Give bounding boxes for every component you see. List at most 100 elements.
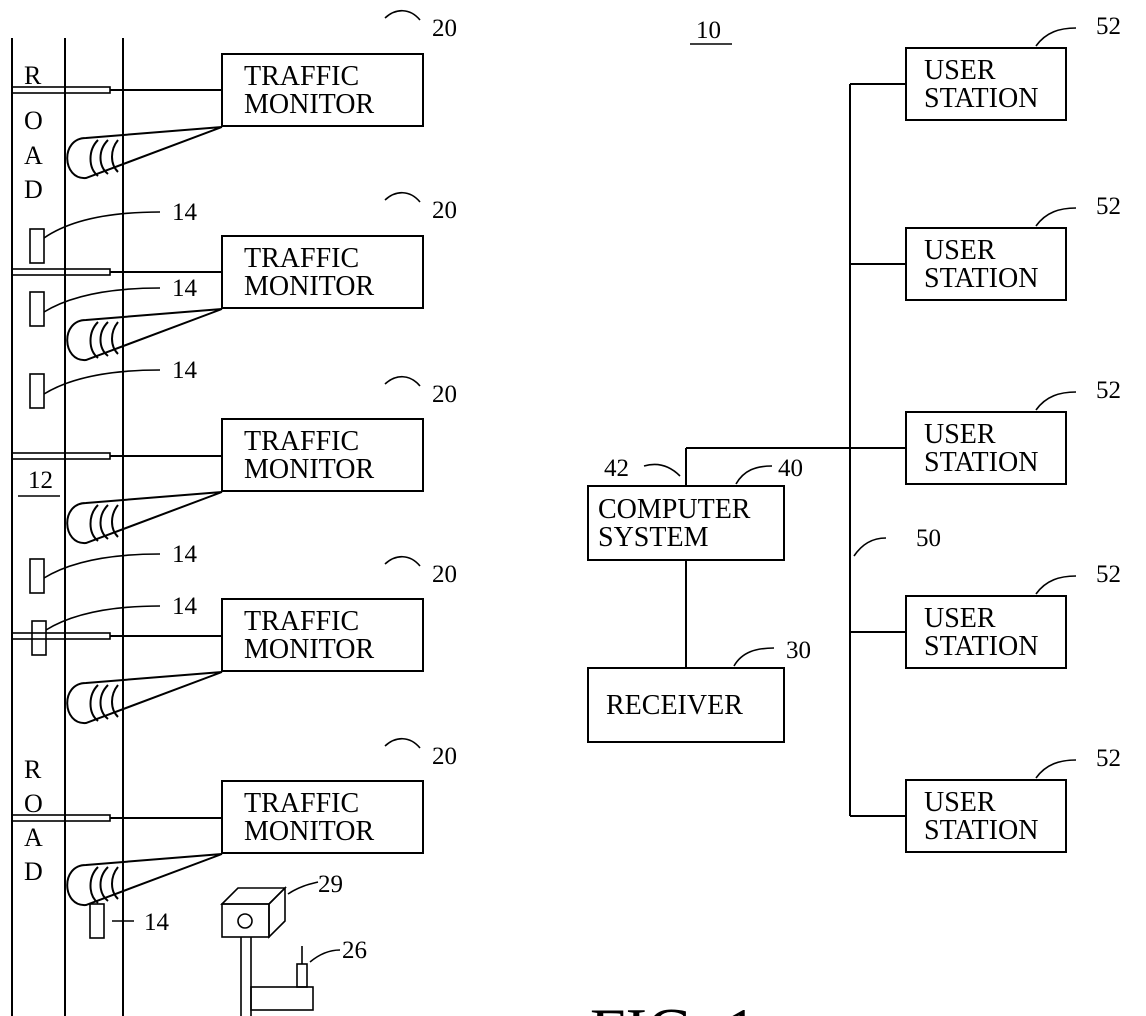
vehicle-rect xyxy=(31,620,47,656)
camera-side xyxy=(268,886,286,939)
antenna-ref: 26 xyxy=(342,937,367,964)
vehicle: 14 xyxy=(89,903,170,939)
vehicle-rect xyxy=(29,373,45,409)
user-station-label: USER xyxy=(924,55,996,86)
detection-wave xyxy=(111,321,119,355)
detection-wave xyxy=(89,504,99,542)
ref-leader xyxy=(45,605,161,631)
camera-lens-icon xyxy=(237,913,253,929)
ref-leader xyxy=(384,191,421,203)
camera-base xyxy=(250,986,314,1011)
user-station: USER STATION 52 xyxy=(905,13,1121,121)
traffic-monitor-ref: 20 xyxy=(432,15,457,42)
camera-unit: 29 26 xyxy=(220,871,367,1016)
computer-ref-42: 42 xyxy=(604,455,629,482)
computer-ref-40: 40 xyxy=(778,455,803,482)
ref-leader xyxy=(384,9,421,21)
user-station-label: USER xyxy=(924,603,996,634)
road-ref: 12 xyxy=(28,467,53,494)
system-ref: 10 xyxy=(696,17,721,44)
ref-leader xyxy=(1035,759,1077,779)
detection-wave xyxy=(99,684,109,720)
detection-wave xyxy=(111,504,119,538)
road-label-bottom: R O A D xyxy=(24,755,43,886)
user-station-ref: 52 xyxy=(1096,193,1121,220)
traffic-monitor: TRAFFIC MONITOR 20 xyxy=(11,737,457,907)
ref-leader xyxy=(43,553,161,579)
traffic-monitor-ref: 20 xyxy=(432,743,457,770)
network-ref: 50 xyxy=(916,525,941,552)
user-station-ref: 52 xyxy=(1096,745,1121,772)
receiver-box xyxy=(587,667,785,743)
ref-leader xyxy=(384,737,421,749)
ref-leader xyxy=(733,647,775,667)
road-letter: O xyxy=(24,789,43,818)
computer-system-label: COMPUTER xyxy=(598,494,751,525)
detection-wave xyxy=(111,684,119,718)
road-sensor-strip xyxy=(11,632,111,640)
vehicle-rect xyxy=(29,228,45,264)
traffic-monitor-label: MONITOR xyxy=(244,816,374,847)
ref-leader xyxy=(309,949,341,963)
detection-wave xyxy=(111,866,119,900)
ref-leader xyxy=(1035,391,1077,411)
user-station: USER STATION 52 xyxy=(905,377,1121,485)
road-letter: R xyxy=(24,755,42,784)
camera-front xyxy=(221,903,270,938)
detection-beam xyxy=(66,853,223,907)
road-letter: D xyxy=(24,857,43,886)
detection-wave xyxy=(89,139,99,177)
camera-ref: 29 xyxy=(318,871,343,898)
vehicle-rect xyxy=(89,903,105,939)
vehicle: 14 xyxy=(29,357,198,409)
traffic-monitor-label: TRAFFIC xyxy=(244,243,359,274)
vehicle: 14 xyxy=(29,541,198,594)
detection-wave xyxy=(89,321,99,359)
ref-leader xyxy=(43,369,161,395)
ref-leader xyxy=(853,537,887,557)
detection-wave xyxy=(89,866,99,904)
ref-leader xyxy=(384,555,421,567)
vehicle-ref: 14 xyxy=(172,275,198,302)
traffic-monitor-box xyxy=(221,235,424,309)
road-label-top: R O A D xyxy=(24,61,43,204)
user-station: USER STATION 52 xyxy=(905,745,1121,853)
user-station-ref: 52 xyxy=(1096,561,1121,588)
antenna-mast xyxy=(296,963,308,988)
detection-wave xyxy=(111,139,119,173)
user-station-label: STATION xyxy=(924,83,1038,114)
user-station-label: USER xyxy=(924,419,996,450)
detection-beam xyxy=(66,491,223,545)
traffic-monitor-label: MONITOR xyxy=(244,454,374,485)
vehicle-ref: 14 xyxy=(172,541,198,568)
traffic-monitor: TRAFFIC MONITOR 20 xyxy=(11,375,457,545)
road-letter: R xyxy=(24,61,42,90)
road-letter: D xyxy=(24,175,43,204)
computer-system-label: SYSTEM xyxy=(598,522,709,553)
user-station-box xyxy=(905,411,1067,485)
traffic-monitor-ref: 20 xyxy=(432,197,457,224)
traffic-monitor-label: MONITOR xyxy=(244,89,374,120)
user-station-ref: 52 xyxy=(1096,377,1121,404)
traffic-monitor-box xyxy=(221,598,424,672)
camera-top xyxy=(220,887,287,905)
detection-beam xyxy=(66,671,223,725)
traffic-monitor: TRAFFIC MONITOR 20 xyxy=(11,9,457,180)
ref-leader xyxy=(1035,207,1077,227)
ref-leader xyxy=(735,465,773,485)
traffic-monitor-label: MONITOR xyxy=(244,634,374,665)
traffic-monitor-box xyxy=(221,418,424,492)
detection-beam xyxy=(66,126,223,180)
vehicle: 14 xyxy=(29,199,198,264)
ref-leader xyxy=(643,463,681,477)
road-letter: A xyxy=(24,141,43,170)
traffic-monitor-box xyxy=(221,53,424,127)
user-station: USER STATION 52 xyxy=(905,193,1121,301)
traffic-monitor-ref: 20 xyxy=(432,561,457,588)
computer-system-box xyxy=(587,485,785,561)
traffic-monitor-ref: 20 xyxy=(432,381,457,408)
detection-wave xyxy=(99,866,109,902)
user-station: USER STATION 52 xyxy=(905,561,1121,669)
road-letter: A xyxy=(24,823,43,852)
